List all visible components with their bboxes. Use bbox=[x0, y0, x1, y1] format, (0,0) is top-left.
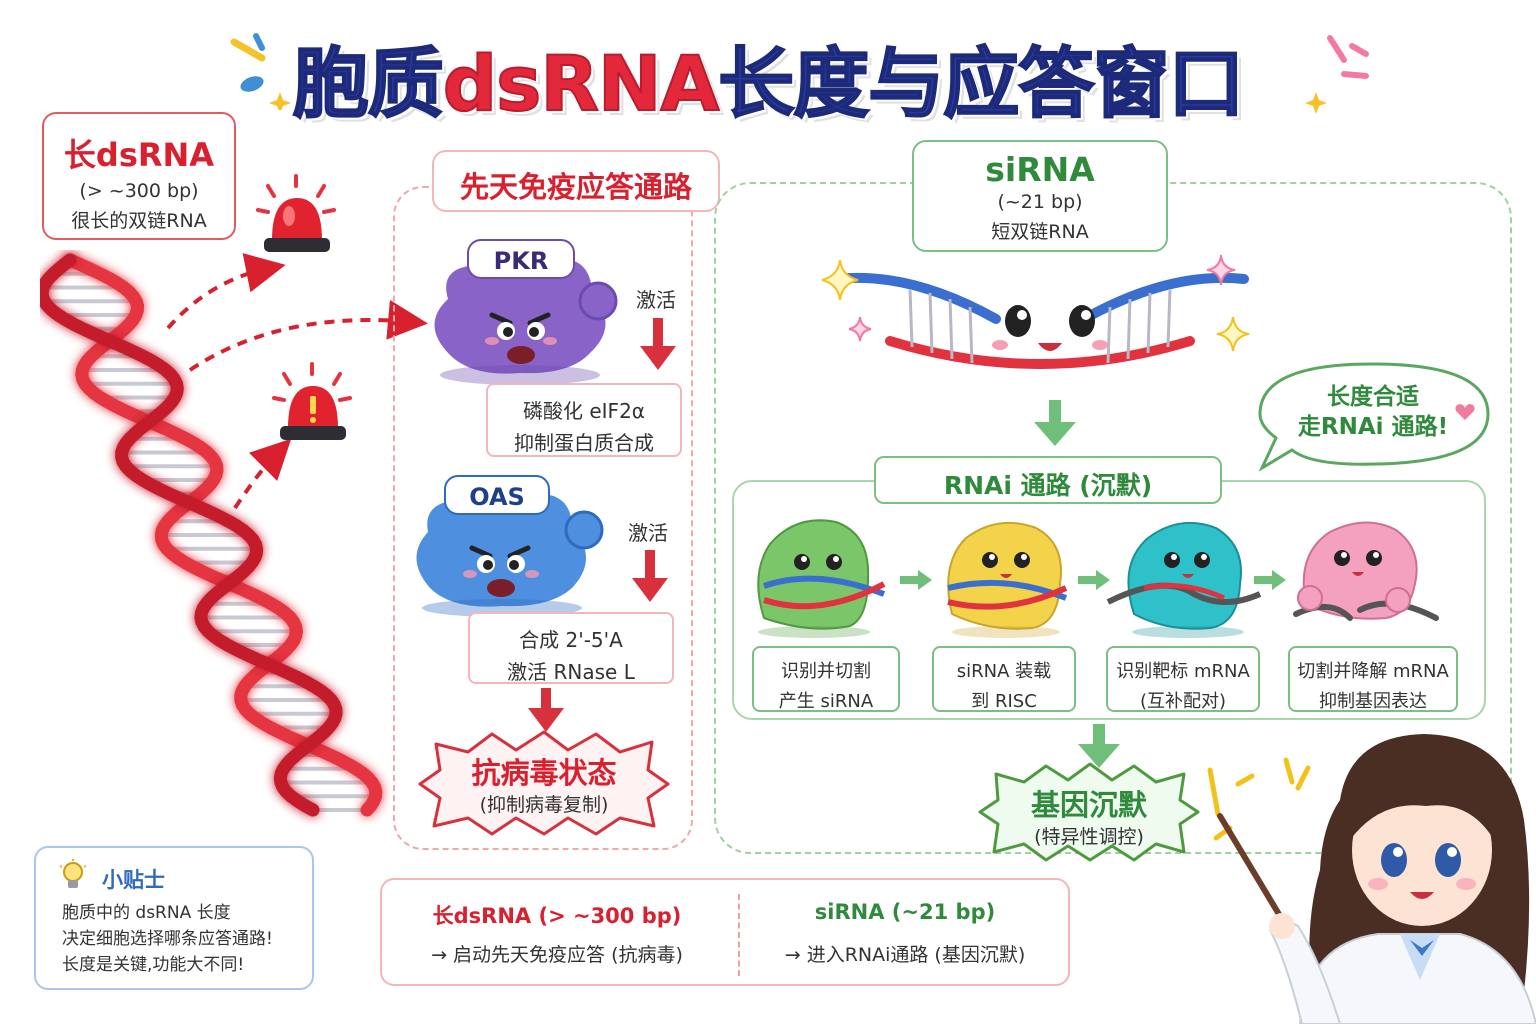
arrow-down-icon bbox=[632, 550, 668, 602]
rnai-step-3: 识别靶标 mRNA (互补配对) bbox=[1106, 646, 1260, 712]
pkr-effect-line2: 抑制蛋白质合成 bbox=[514, 431, 654, 455]
signal-arrows bbox=[166, 253, 428, 510]
rnai-header-text: RNAi 通路 (沉默) bbox=[943, 471, 1153, 500]
oas-activate-label: 激活 bbox=[628, 521, 668, 545]
long-dsrna-card: 长dsRNA (> ~300 bp) 很长的双链RNA bbox=[42, 112, 236, 240]
summary-box: 长dsRNA (> ~300 bp) → 启动先天免疫应答 (抗病毒) siRN… bbox=[380, 878, 1070, 986]
risc-character bbox=[947, 521, 1068, 638]
pkr-effect-line1: 磷酸化 eIF2α bbox=[523, 399, 645, 423]
sparkle-icon bbox=[821, 259, 859, 301]
summary-divider bbox=[738, 894, 740, 976]
gene-silencing-sub: (特异性调控) bbox=[1034, 826, 1144, 848]
speech-bubble bbox=[1258, 362, 1490, 472]
tip-title: 小贴士 bbox=[102, 868, 165, 892]
target-recognition-character bbox=[1106, 521, 1262, 638]
long-dsrna-size: (> ~300 bp) bbox=[79, 180, 199, 202]
arrow-down-icon bbox=[640, 318, 676, 370]
rnai-step-4: 切割并降解 mRNA 抑制基因表达 bbox=[1288, 646, 1458, 712]
antiviral-title: 抗病毒状态 bbox=[471, 756, 617, 790]
pkr-activate-label: 激活 bbox=[636, 288, 676, 312]
speech-line2: 走RNAi 通路! bbox=[1297, 414, 1449, 440]
pkr-effect-box: 磷酸化 eIF2α 抑制蛋白质合成 bbox=[486, 383, 682, 457]
sirna-desc: 短双链RNA bbox=[991, 221, 1089, 243]
oas-label-tag: OAS bbox=[444, 475, 550, 515]
title-part1: 胞质 bbox=[292, 38, 445, 129]
scientist-character bbox=[1207, 734, 1536, 1024]
pkr-protein-character bbox=[434, 251, 618, 385]
summary-left-title: 长dsRNA (> ~300 bp) bbox=[432, 904, 682, 928]
rnai-step-1: 识别并切割 产生 siRNA bbox=[752, 646, 900, 712]
antiviral-burst bbox=[418, 730, 670, 836]
rnai-step-2-line2: 到 RISC bbox=[971, 691, 1037, 712]
sirna-card: siRNA (~21 bp) 短双链RNA bbox=[912, 140, 1168, 252]
arrow-down-icon bbox=[1034, 400, 1076, 446]
title-part3: 长度与应答窗口 bbox=[717, 38, 1245, 129]
tip-line3: 长度是关键,功能大不同! bbox=[62, 955, 245, 975]
rnai-step-2: siRNA 装载 到 RISC bbox=[932, 646, 1076, 712]
speech-text: 长度合适 走RNAi 通路! bbox=[1266, 382, 1480, 442]
long-dsrna-name: 长dsRNA bbox=[63, 136, 215, 174]
pkr-label-tag: PKR bbox=[467, 239, 575, 279]
arrow-right-icon bbox=[1078, 570, 1110, 590]
long-dsrna-desc: 很长的双链RNA bbox=[71, 210, 207, 232]
arrow-down-icon bbox=[528, 688, 564, 732]
lightbulb-icon bbox=[59, 859, 87, 888]
tip-line2: 决定细胞选择哪条应答通路! bbox=[62, 929, 273, 949]
alarm-light-icon bbox=[272, 362, 352, 440]
speech-line1: 长度合适 bbox=[1327, 384, 1419, 410]
pkr-label: PKR bbox=[493, 247, 549, 275]
sparkle-icon bbox=[848, 316, 872, 342]
oas-effect-line2: 激活 RNase L bbox=[507, 660, 635, 684]
rnai-step-3-line1: 识别靶标 mRNA bbox=[1116, 661, 1250, 682]
heart-icon bbox=[1455, 404, 1475, 420]
arrow-right-icon bbox=[1254, 570, 1286, 590]
page-title: 胞质dsRNA长度与应答窗口 bbox=[0, 22, 1536, 132]
rnai-header: RNAi 通路 (沉默) bbox=[874, 456, 1222, 504]
sparkle-icon bbox=[1206, 254, 1236, 286]
rnai-step-1-line2: 产生 siRNA bbox=[778, 691, 874, 712]
oas-label: OAS bbox=[469, 483, 525, 511]
tip-box: 小贴士 胞质中的 dsRNA 长度 决定细胞选择哪条应答通路! 长度是关键,功能… bbox=[34, 846, 314, 990]
summary-right-desc: → 进入RNAi通路 (基因沉默) bbox=[784, 944, 1026, 966]
sparkle-icon bbox=[230, 33, 291, 110]
antiviral-sub: (抑制病毒复制) bbox=[479, 794, 609, 816]
gene-silencing-burst bbox=[978, 762, 1200, 862]
rnai-step-1-line1: 识别并切割 bbox=[781, 661, 871, 682]
tip-body: 胞质中的 dsRNA 长度 决定细胞选择哪条应答通路! 长度是关键,功能大不同! bbox=[62, 900, 273, 978]
summary-left-desc: → 启动先天免疫应答 (抗病毒) bbox=[431, 944, 683, 966]
alarm-light-icon bbox=[256, 174, 336, 252]
arrow-right-icon bbox=[900, 570, 932, 590]
sparkle-icon bbox=[1305, 35, 1369, 114]
tip-line1: 胞质中的 dsRNA 长度 bbox=[62, 903, 231, 923]
title-part2: dsRNA bbox=[442, 38, 721, 129]
dna-helix-icon bbox=[40, 253, 383, 817]
gene-silencing-title: 基因沉默 bbox=[1030, 788, 1147, 822]
rnai-step-4-line2: 抑制基因表达 bbox=[1319, 691, 1427, 712]
innate-header-text: 先天免疫应答通路 bbox=[459, 170, 692, 204]
summary-right-title: siRNA (~21 bp) bbox=[814, 900, 996, 924]
oas-effect-box: 合成 2'-5'A 激活 RNase L bbox=[468, 612, 674, 684]
sirna-size: (~21 bp) bbox=[997, 191, 1083, 213]
sparkle-icon bbox=[1216, 316, 1250, 352]
sirna-duplex-character bbox=[831, 272, 1249, 369]
dicer-character bbox=[757, 519, 886, 638]
arrow-down-icon bbox=[1078, 724, 1120, 768]
rnai-step-2-line1: siRNA 装载 bbox=[956, 661, 1052, 682]
innate-header: 先天免疫应答通路 bbox=[432, 150, 720, 212]
mrna-cleavage-character bbox=[1293, 521, 1439, 621]
oas-protein-character bbox=[416, 487, 604, 617]
sirna-name: siRNA bbox=[985, 150, 1095, 189]
rnai-step-3-line2: (互补配对) bbox=[1139, 691, 1227, 712]
rnai-step-4-line1: 切割并降解 mRNA bbox=[1297, 661, 1449, 682]
oas-effect-line1: 合成 2'-5'A bbox=[519, 628, 623, 652]
